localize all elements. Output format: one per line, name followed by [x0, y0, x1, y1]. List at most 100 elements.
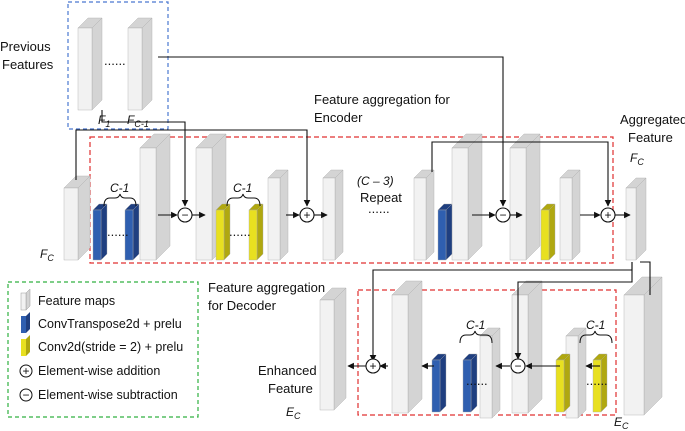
- blocks-layer: [63, 17, 663, 419]
- operators: − + − + + −: [177, 207, 616, 374]
- c1-label-a: C-1: [110, 181, 129, 195]
- svg-text:−: −: [499, 208, 506, 222]
- aggregated-feature-1: Aggregated: [620, 112, 685, 127]
- connection-f1-to-minus: [101, 110, 189, 207]
- brace-c1-a: [103, 193, 137, 207]
- legend-item-subtraction: − Element-wise subtraction: [19, 388, 178, 402]
- connection-fc-to-plus: [75, 129, 311, 207]
- connection-agg-to-decoder-minus: [514, 262, 633, 360]
- feature-block-enc-4: [322, 169, 344, 261]
- feature-block-dec-3: [479, 327, 501, 419]
- feature-block-enc-3: [267, 169, 289, 261]
- brace-c1-c: [459, 330, 493, 344]
- c1-label-b: C-1: [233, 181, 252, 195]
- enhanced-feature-1: Enhanced: [258, 363, 317, 378]
- brace-c1-b: [226, 193, 261, 207]
- svg-text:+: +: [22, 364, 29, 378]
- conv-block-2: [248, 203, 264, 261]
- connection-agg-side: [640, 261, 651, 295]
- dots-e: ......: [586, 373, 608, 388]
- plus-op-decoder: +: [365, 358, 381, 374]
- feature-block-enc-8: [559, 169, 581, 261]
- svg-text:Element-wise addition: Element-wise addition: [38, 364, 160, 378]
- plus-op-2: +: [600, 207, 616, 223]
- svg-text:Conv2d(stride = 2) + prelu: Conv2d(stride = 2) + prelu: [38, 340, 183, 354]
- svg-text:−: −: [181, 208, 188, 222]
- feature-block-dec-2: [511, 280, 543, 414]
- conv2d-icon: [21, 335, 30, 356]
- ec-right-label: EC: [614, 415, 629, 431]
- minus-circle-icon: −: [19, 388, 33, 402]
- svg-text:−: −: [514, 359, 521, 373]
- connection-fc1-to-minus: [158, 56, 507, 207]
- legend: Feature maps ConvTranspose2d + prelu Con…: [19, 288, 183, 402]
- minus-op-decoder: −: [510, 358, 526, 374]
- dots-a: ......: [107, 224, 129, 239]
- previous-features-label-1: Previous: [0, 39, 51, 54]
- conv-block-4: [592, 353, 608, 413]
- fc-left-label: FC: [40, 247, 54, 263]
- f1-label: F1: [98, 113, 110, 129]
- previous-features-box: [67, 1, 169, 130]
- svg-text:Element-wise subtraction: Element-wise subtraction: [38, 388, 178, 402]
- conv-transpose-icon: [21, 312, 30, 333]
- svg-text:+: +: [369, 359, 376, 373]
- legend-box: [7, 281, 199, 418]
- feature-block-aggregated: [625, 177, 647, 261]
- minus-op-1: −: [177, 207, 193, 223]
- encoder-title-2: Encoder: [314, 110, 363, 125]
- deconv-block-5: [431, 353, 447, 413]
- fc1-label: FC-1: [127, 113, 149, 129]
- decoder-title-1: Feature aggregation: [208, 280, 325, 295]
- enhanced-feature-2: Feature: [268, 381, 313, 396]
- legend-item-conv2d: Conv2d(stride = 2) + prelu: [21, 335, 183, 356]
- feature-block-enc-7: [509, 133, 541, 261]
- brace-c1-d: [579, 330, 613, 344]
- braces: [103, 193, 613, 344]
- svg-text:−: −: [22, 388, 29, 402]
- repeat-label-2: Repeat: [360, 190, 402, 205]
- svg-text:+: +: [604, 208, 611, 222]
- feature-block-enc-5: [413, 169, 435, 261]
- plus-circle-icon: +: [19, 364, 33, 378]
- plus-op-1: +: [299, 207, 315, 223]
- c1-label-c: C-1: [466, 318, 485, 332]
- ec-left-label: EC: [286, 405, 301, 421]
- encoder-title-1: Feature aggregation for: [314, 92, 451, 107]
- c1-label-d: C-1: [586, 318, 605, 332]
- deconv-block-3: [437, 203, 453, 261]
- repeat-label-1: (C – 3): [357, 174, 394, 188]
- aggregated-feature-2: Feature: [628, 130, 673, 145]
- legend-item-addition: + Element-wise addition: [19, 364, 160, 378]
- feature-block-enc-6: [451, 133, 483, 261]
- deconv-block-4: [462, 353, 478, 413]
- decoder-title-2: for Decoder: [208, 298, 277, 313]
- feature-block-ec-right: [623, 276, 663, 416]
- feature-block-f1: [77, 17, 103, 111]
- svg-text:+: +: [303, 208, 310, 222]
- conv-block-3: [540, 203, 556, 261]
- svg-text:ConvTranspose2d + prelu: ConvTranspose2d + prelu: [38, 317, 182, 331]
- svg-text:Feature maps: Feature maps: [38, 294, 115, 308]
- fc-right-label: FC: [630, 151, 644, 167]
- feature-block-fc1: [127, 17, 153, 111]
- previous-features-label-2: Features: [2, 57, 54, 72]
- conv-block-1: [215, 203, 231, 261]
- dots-b: ......: [229, 224, 251, 239]
- conv-block-5: [555, 353, 571, 413]
- connections: [75, 56, 651, 370]
- feature-map-icon: [20, 288, 31, 311]
- feature-block-ec-left: [319, 287, 347, 411]
- labels: Previous Features F1 FC-1 ...... Feature…: [0, 39, 685, 431]
- connection-bridge-to-plus: [431, 141, 612, 207]
- feature-block-dec-4: [391, 280, 423, 414]
- legend-item-conv-transpose: ConvTranspose2d + prelu: [21, 312, 182, 333]
- deconv-block-1: [92, 203, 108, 261]
- feature-block-enc-1: [139, 133, 171, 261]
- prev-dots: ......: [104, 53, 126, 68]
- dots-c: ......: [368, 201, 390, 216]
- feature-block-fc-left: [63, 175, 91, 261]
- dots-d: ......: [466, 373, 488, 388]
- minus-op-2: −: [495, 207, 511, 223]
